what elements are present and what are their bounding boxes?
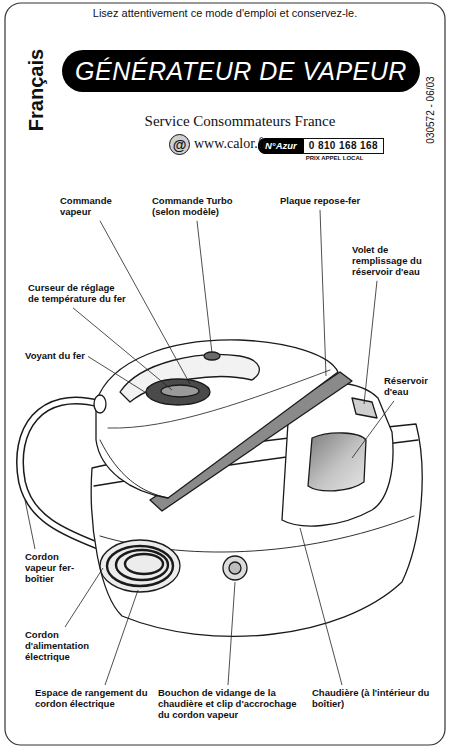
part-label: Voyant du fer [25, 351, 85, 362]
tank-window [308, 433, 366, 491]
web-icon-circle: @ [169, 134, 190, 155]
page-frame [5, 3, 445, 745]
part-label: Cordon vapeur fer-boîtier [25, 552, 87, 585]
leader-line [88, 356, 148, 394]
instruction-note: Lisez attentivement ce mode d'emploi et … [93, 7, 357, 20]
phone-badge: N°Azur0 810 168 168 [258, 138, 384, 154]
power-cord-coil [116, 550, 168, 580]
iron-soleplate-edge [100, 440, 168, 498]
part-label: Espace de rangement du cordon électrique [35, 688, 151, 710]
part-label: Volet de remplissage du réservoir d'eau [352, 245, 434, 278]
steam-trigger [146, 379, 210, 405]
power-cord-coil [107, 546, 173, 586]
part-label: Plaque repose-fer [280, 196, 390, 207]
phone-number: 0 810 168 168 [304, 138, 384, 154]
power-cord-coil [125, 554, 163, 574]
service-heading: Service Consommateurs France [145, 113, 336, 130]
part-label: Cordon d'alimentation électrique [25, 630, 107, 663]
title: GÉNÉRATEUR DE VAPEUR [75, 57, 407, 86]
leader-line [320, 210, 326, 376]
part-label: Commande Turbo (selon modèle) [152, 196, 244, 218]
website-url: www.calor.fr [194, 136, 267, 152]
temperature-slider [161, 385, 199, 397]
call-price-note: PRIX APPEL LOCAL [306, 155, 364, 162]
turbo-button [204, 352, 220, 360]
leader-line [105, 590, 138, 685]
cord-storage-recess [100, 540, 180, 592]
part-label: Chaudière (à l'intérieur du boîtier) [312, 688, 440, 710]
drain-plug [223, 556, 247, 580]
leader-line [197, 221, 212, 353]
title-holder: GÉNÉRATEUR DE VAPEUR [62, 50, 420, 92]
leader-line [228, 582, 235, 685]
web-icon: @ [173, 138, 187, 152]
part-label: Commande vapeur [60, 196, 122, 218]
hose-joint [94, 395, 106, 413]
part-label: Curseur de réglage de température du fer [28, 283, 126, 305]
leader-line [25, 500, 35, 549]
title-bar [62, 50, 420, 92]
iron-handle [120, 355, 259, 403]
language-tab: Français [25, 49, 48, 131]
drain-plug-cap [229, 562, 241, 574]
iron-body [96, 340, 338, 498]
steam-generator-drawing [20, 340, 422, 636]
part-label: Bouchon de vidange de la chaudière et cl… [158, 688, 306, 721]
leader-line [364, 281, 377, 404]
part-label: Réservoir d'eau [384, 376, 440, 398]
leader-line [65, 568, 103, 627]
leader-line [300, 528, 342, 685]
leader-line [352, 401, 394, 458]
document-reference: 030572 - 06/03 [425, 76, 437, 143]
